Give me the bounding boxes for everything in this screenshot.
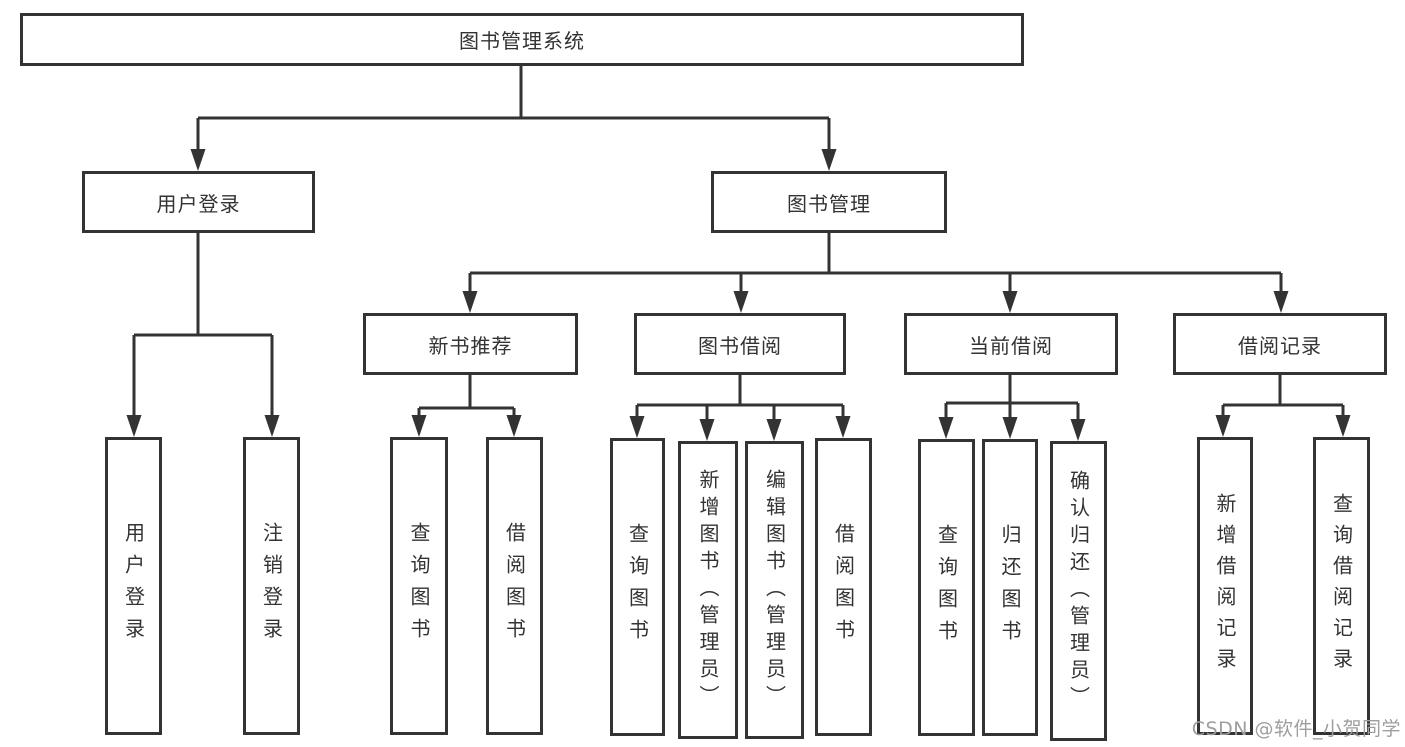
leaf-query-borrow-record: 查询借阅记录 xyxy=(1313,437,1370,735)
leaf-label: 借阅图书 xyxy=(831,523,856,651)
leaf-label: 新增借阅记录 xyxy=(1213,493,1237,679)
csdn-watermark: CSDN @软件_小贺同学 xyxy=(1191,718,1401,740)
node-label: 图书管理系统 xyxy=(459,29,585,53)
leaf-return-books: 归还图书 xyxy=(982,439,1038,736)
leaf-label: 查询图书 xyxy=(407,522,431,650)
node-current-borrow: 当前借阅 xyxy=(904,313,1118,375)
node-new-book-recommend: 新书推荐 xyxy=(363,313,578,375)
leaf-label: 编辑图书（管理员） xyxy=(762,468,787,712)
leaf-label: 查询图书 xyxy=(934,523,959,652)
node-label: 当前借阅 xyxy=(969,333,1053,358)
leaf-borrow-books-recommend: 借阅图书 xyxy=(486,437,543,735)
node-book-management: 图书管理 xyxy=(711,171,947,233)
leaf-label: 查询借阅记录 xyxy=(1329,493,1354,679)
node-label: 图书管理 xyxy=(787,191,871,216)
leaf-label: 新增图书（管理员） xyxy=(696,468,720,712)
leaf-user-login: 用户登录 xyxy=(105,437,162,735)
leaf-label: 查询图书 xyxy=(625,523,650,651)
node-label: 新书推荐 xyxy=(428,333,513,358)
leaf-label: 归还图书 xyxy=(998,523,1022,652)
leaf-borrow-books: 借阅图书 xyxy=(815,438,872,736)
leaf-query-books-current: 查询图书 xyxy=(918,439,975,736)
leaf-label: 借阅图书 xyxy=(502,522,527,650)
leaf-edit-books-admin: 编辑图书（管理员） xyxy=(745,441,804,739)
leaf-query-books-borrow: 查询图书 xyxy=(610,438,665,736)
node-label: 借阅记录 xyxy=(1238,333,1322,358)
leaf-add-borrow-record: 新增借阅记录 xyxy=(1197,437,1253,735)
leaf-label: 确认归还（管理员） xyxy=(1066,469,1091,713)
leaf-logout: 注销登录 xyxy=(243,437,300,735)
node-library-management-system: 图书管理系统 xyxy=(20,13,1024,66)
leaf-query-books-recommend: 查询图书 xyxy=(390,437,448,735)
arrowheads xyxy=(126,149,1351,441)
leaf-label: 注销登录 xyxy=(259,522,284,650)
leaf-add-books-admin: 新增图书（管理员） xyxy=(678,441,738,739)
node-label: 图书借阅 xyxy=(698,333,782,358)
node-borrow-record: 借阅记录 xyxy=(1173,313,1387,375)
node-book-borrow: 图书借阅 xyxy=(634,313,846,375)
leaf-label: 用户登录 xyxy=(121,522,146,650)
node-label: 用户登录 xyxy=(156,191,241,216)
node-user-login: 用户登录 xyxy=(82,171,315,233)
leaf-confirm-return-admin: 确认归还（管理员） xyxy=(1050,441,1107,741)
